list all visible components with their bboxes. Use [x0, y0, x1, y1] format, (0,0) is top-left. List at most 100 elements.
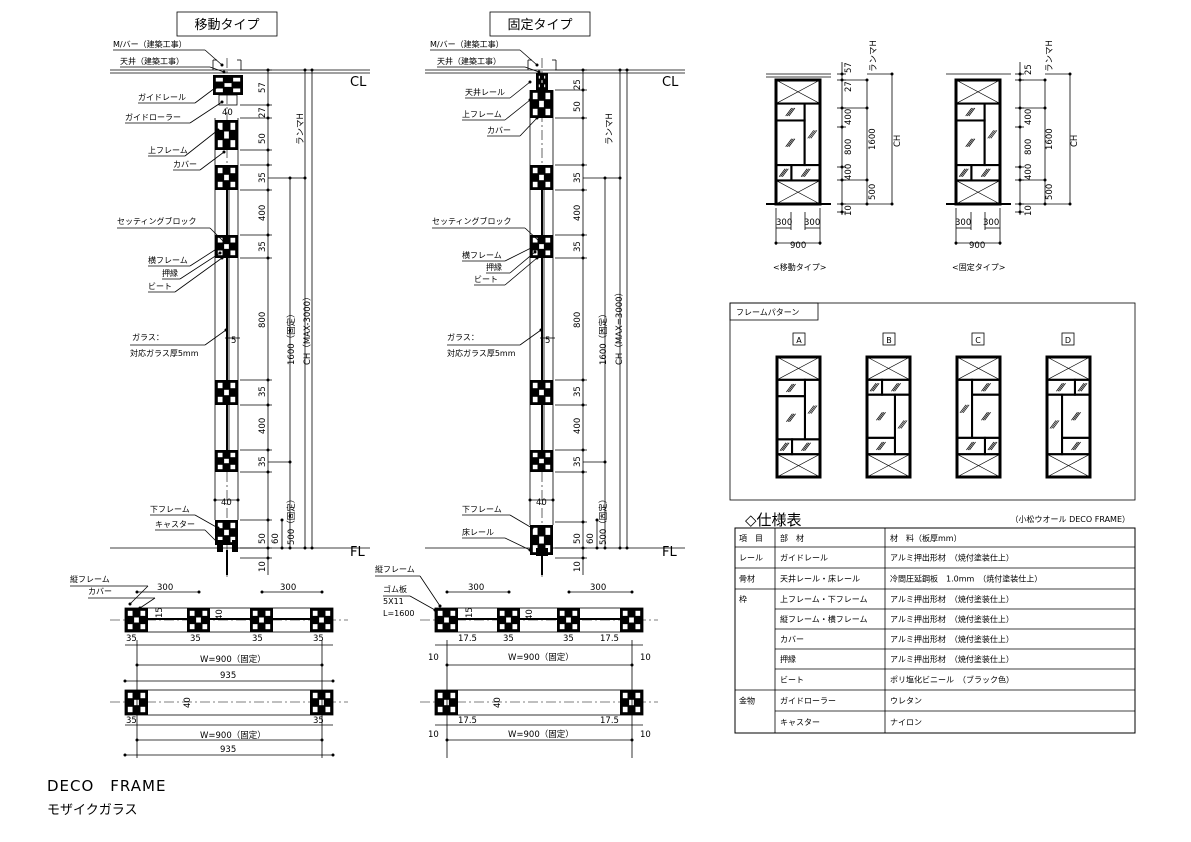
dim-400: 400 — [844, 109, 854, 125]
glass-hatch — [869, 383, 877, 392]
glass-hatch — [1080, 383, 1088, 392]
dimension-dot — [236, 498, 240, 502]
spec-category: 金物 — [739, 696, 755, 706]
dimension-dot — [954, 241, 958, 245]
profile-void — [532, 527, 538, 535]
profile-void — [140, 692, 146, 699]
profile-void — [572, 624, 578, 630]
spec-material: ポリ塩化ビニール （ブラック色） — [890, 675, 1014, 685]
profile-void — [217, 181, 223, 188]
panel-frame — [955, 355, 1002, 479]
dim-40: 40 — [221, 498, 232, 508]
glass-pane — [790, 164, 822, 182]
cross-line — [955, 180, 1001, 205]
dimension-dot — [840, 72, 844, 76]
glass-hatch — [780, 168, 787, 177]
spec-table-body: 項 目部 材材 料（板厚mm）レールガイドレールアルミ押出形材 （焼付塗装仕上）… — [734, 527, 1136, 734]
glass-hatch — [961, 404, 968, 414]
glass-hatch — [809, 405, 816, 414]
profile-void — [544, 84, 546, 88]
glass-hatch — [804, 442, 811, 451]
dim-25: 25 — [573, 79, 583, 90]
dim-800: 800 — [573, 312, 583, 328]
spec-material: アルミ押出形材 （焼付塗装仕上） — [890, 654, 1014, 664]
dim-57: 57 — [258, 82, 268, 93]
profile-void — [539, 458, 544, 464]
caster — [232, 540, 238, 552]
glass-hatch — [782, 168, 789, 177]
leader-line — [504, 537, 531, 551]
dim-900: 900 — [790, 241, 806, 251]
spec-part: ガイドローラー — [780, 696, 836, 706]
dimension-dot — [595, 518, 599, 522]
dimension-dot — [266, 68, 270, 72]
profile-void — [259, 617, 264, 623]
glass-hatch — [809, 130, 816, 139]
moving-elevation: 57 27 400 800 400 500 10 1600 CH ランマH ラン… — [773, 40, 903, 272]
panel-frame — [775, 355, 822, 479]
dimension-dot — [1018, 165, 1022, 169]
glass-hatch — [787, 138, 794, 147]
fixed-dimensions: 25 50 35 400 35 800 5 35 400 35 40 50 60… — [536, 79, 625, 572]
pattern-label-b: B — [886, 336, 892, 345]
spec-part: 上フレーム・下フレーム — [780, 595, 868, 604]
profile-void — [134, 617, 139, 623]
profile-void — [437, 624, 443, 630]
dimension-dot — [320, 590, 324, 594]
dim-35: 35 — [573, 172, 583, 183]
dim-15: 15 — [465, 607, 475, 618]
moving-title-box — [176, 11, 278, 37]
profile-void — [312, 624, 318, 630]
dimension-dot — [266, 188, 270, 192]
cross-line — [775, 79, 821, 104]
glass-hatch — [1079, 383, 1086, 392]
glass-hatch — [968, 138, 976, 147]
leader-line — [139, 597, 156, 609]
dimension-dot — [445, 590, 449, 594]
fixed-elevation-panel — [954, 78, 1002, 206]
dimension-dot — [266, 233, 270, 237]
glass-hatch — [871, 383, 878, 392]
glass-hatch — [1077, 383, 1085, 392]
moving-elevation-panel — [774, 78, 822, 206]
dim-10: 10 — [428, 653, 439, 663]
dimension-dot — [135, 590, 139, 594]
leader-arrow — [138, 606, 142, 610]
dimension-dot — [890, 72, 894, 76]
dim-17-5: 17.5 — [458, 634, 477, 644]
profile-void — [559, 624, 565, 630]
dim-400: 400 — [258, 418, 268, 434]
dim-35: 35 — [313, 634, 324, 644]
glass-hatch — [989, 441, 996, 451]
dim-300: 300 — [983, 218, 999, 228]
profile-void — [532, 452, 538, 458]
glass-hatch — [984, 412, 991, 421]
spec-part: ガイドレール — [780, 553, 828, 563]
profile-void — [538, 75, 540, 79]
profile-void — [572, 610, 578, 616]
glass-hatch — [801, 442, 808, 451]
profile-void — [217, 237, 223, 243]
glass-hatch — [989, 130, 996, 139]
spec-material: アルミ押出形材 （焼付塗装仕上） — [890, 614, 1014, 624]
leader-line — [189, 101, 223, 124]
spec-material: アルミ押出形材 （焼付塗装仕上） — [890, 634, 1014, 644]
profile-void — [217, 536, 223, 543]
profile-void — [532, 237, 538, 243]
profile-void — [127, 706, 133, 713]
label-floor-rail: 床レール — [462, 527, 494, 537]
cross-line — [776, 356, 821, 381]
dim-500: 500（固定） — [598, 495, 609, 545]
label-bead: ビート — [148, 282, 172, 291]
dim-10: 10 — [640, 653, 651, 663]
profile-void — [224, 529, 229, 536]
glass-hatch — [879, 412, 886, 421]
profile-void — [325, 706, 331, 713]
pattern-panel-b — [865, 355, 912, 479]
profile-void — [230, 536, 236, 543]
glass-hatch — [1049, 420, 1057, 429]
glass-hatch — [1051, 420, 1058, 429]
drawing-subtitle: モザイクガラス — [47, 803, 137, 818]
leader-arrow — [528, 80, 532, 84]
leader-arrow — [220, 63, 224, 67]
